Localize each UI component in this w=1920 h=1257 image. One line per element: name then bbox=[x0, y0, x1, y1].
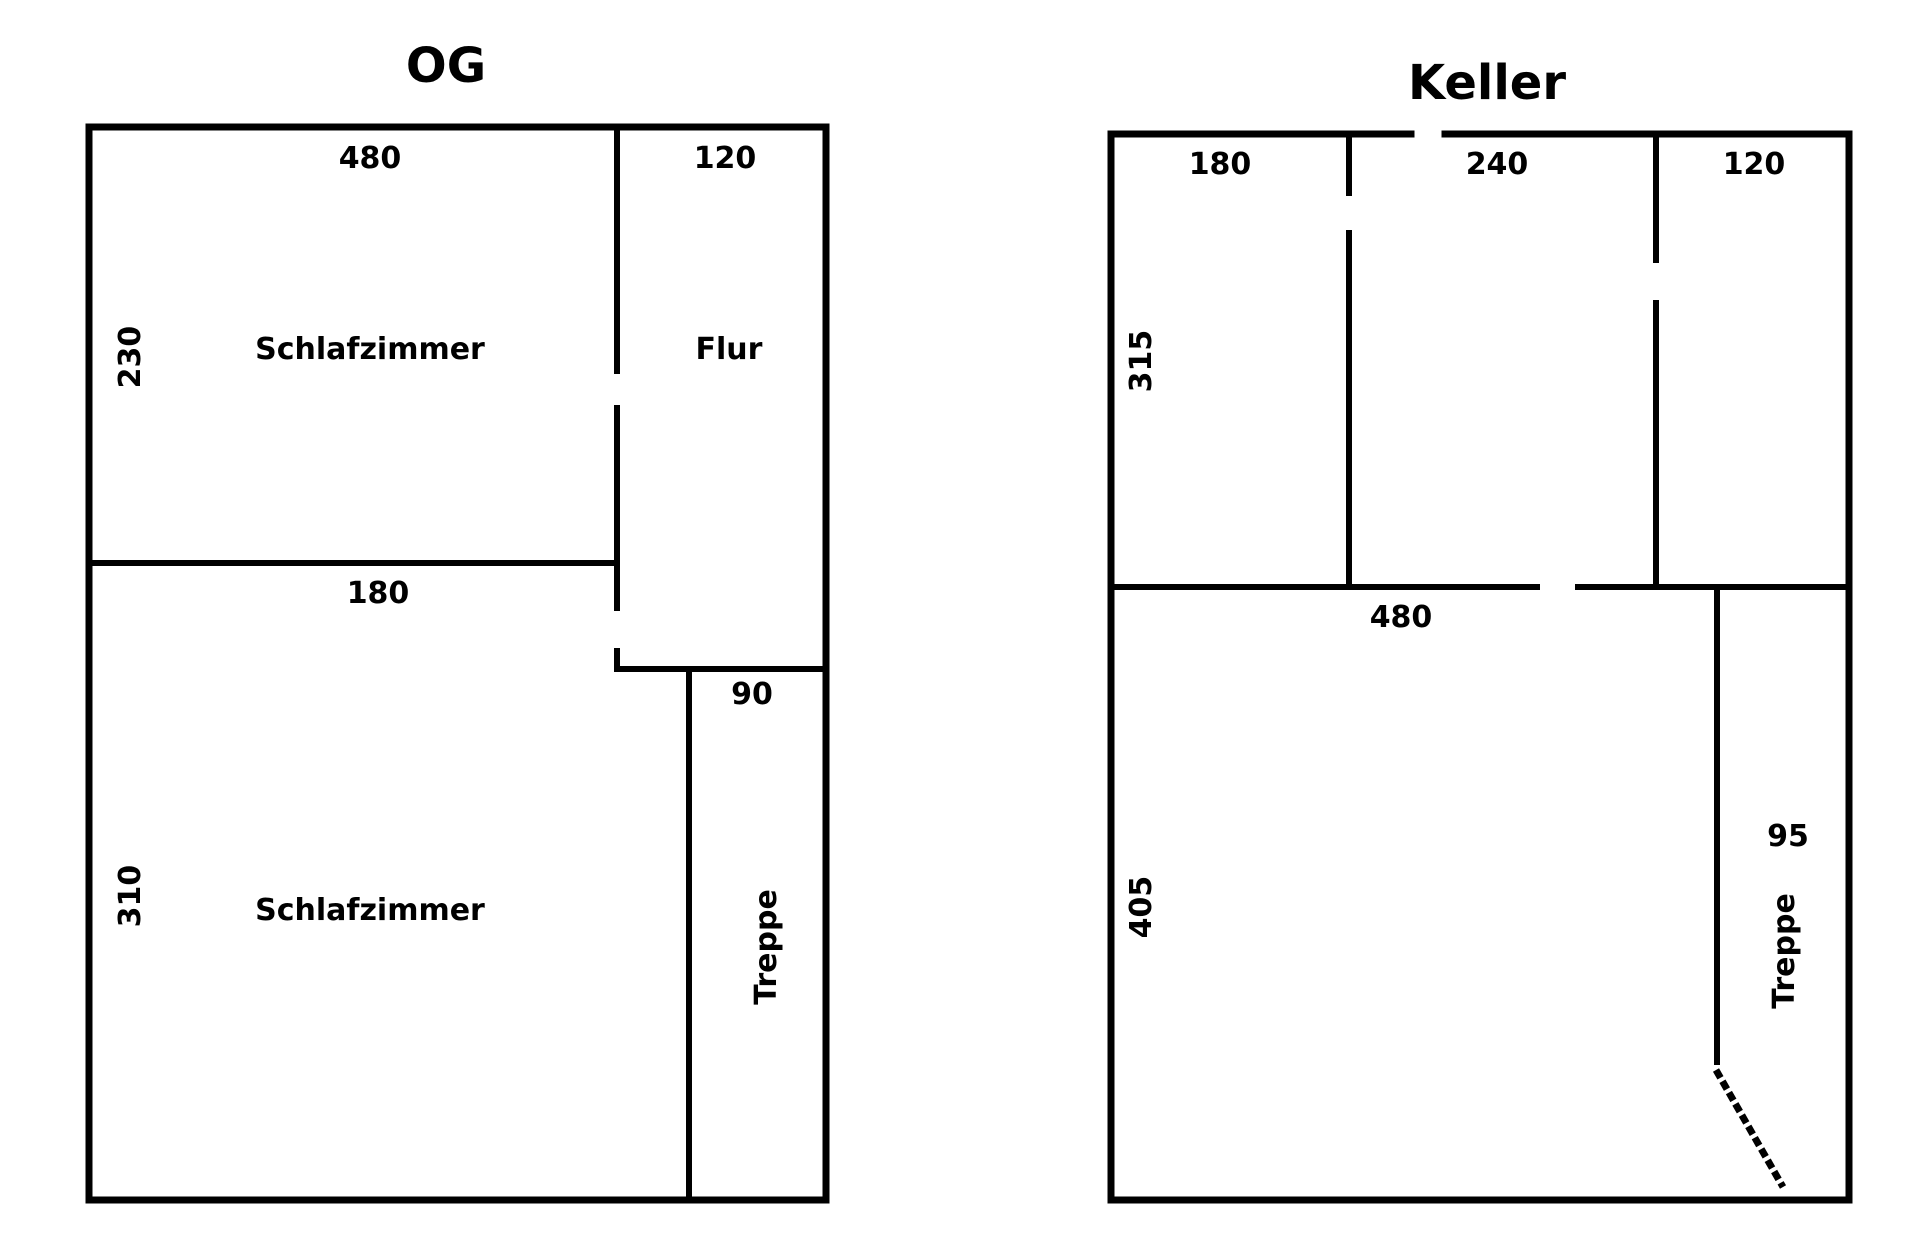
og-dim-lower-depth: 310 bbox=[113, 865, 148, 928]
og-room-lower-bedroom: Schlafzimmer bbox=[255, 893, 485, 928]
og-room-upper-bedroom: Schlafzimmer bbox=[255, 332, 485, 367]
keller-dim-stair-width: 95 bbox=[1767, 819, 1809, 854]
keller-dim-room2-width: 240 bbox=[1466, 147, 1529, 182]
keller-dim-main-width: 480 bbox=[1370, 600, 1433, 635]
keller-dim-upper-depth: 315 bbox=[1124, 330, 1159, 393]
keller-dim-room1-width: 180 bbox=[1189, 147, 1252, 182]
keller-title: Keller bbox=[1408, 55, 1566, 111]
keller-room-stairs: Treppe bbox=[1767, 893, 1802, 1009]
keller-dim-room3-width: 120 bbox=[1723, 147, 1786, 182]
keller-stair-door-icon bbox=[1712, 1068, 1787, 1189]
og-floor-plan: OG 480 120 230 Schlafzimmer Flur 180 90 … bbox=[85, 38, 830, 1204]
og-dim-upper-depth: 230 bbox=[113, 326, 148, 389]
og-room-flur: Flur bbox=[696, 332, 763, 367]
og-outer-wall bbox=[85, 123, 830, 1204]
keller-dim-lower-depth: 405 bbox=[1124, 876, 1159, 939]
og-title: OG bbox=[406, 38, 486, 94]
og-dim-stair-width: 90 bbox=[731, 677, 773, 712]
og-dim-flur-width: 120 bbox=[694, 141, 757, 176]
og-dim-top-width: 480 bbox=[339, 141, 402, 176]
og-room-stairs: Treppe bbox=[749, 889, 784, 1005]
keller-floor-plan: Keller 180 240 120 315 480 405 95 Treppe bbox=[1107, 55, 1853, 1204]
og-dim-mid-width: 180 bbox=[347, 576, 410, 611]
